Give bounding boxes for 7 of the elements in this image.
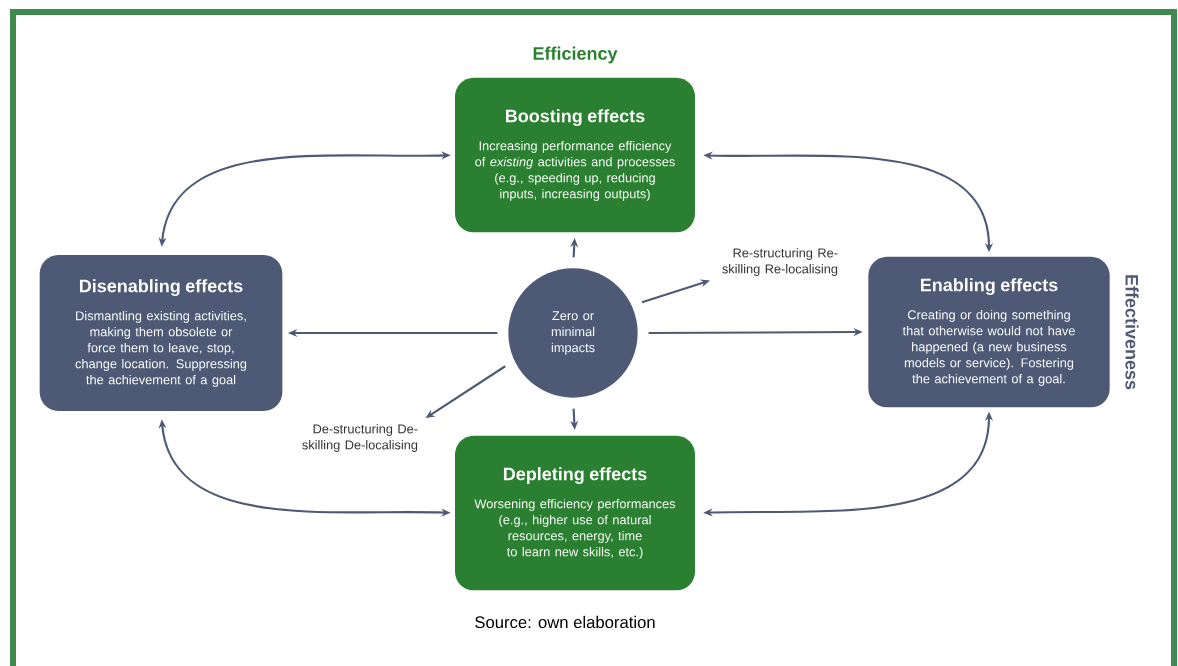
effect-box: Enabling effects Creating or doing something that otherwise would not have happened (a new business models or service). Fostering the achievement of a goal. [868, 256, 1110, 408]
effect-note: De-structuring De-skilling De-localising [302, 424, 418, 452]
effect-box: Depleting effects Worsening efficiency performances (e.g., higher use of natural resources, energy, time to learn new skills, etc.) [455, 435, 695, 591]
caption: Source: own elaboration [475, 615, 655, 629]
effect-note: Re-structuring Re-skilling Re-localising [722, 248, 838, 276]
effect-box: Boosting effects Increasing performance efficiency of existing activities and processes (e.g., speeding up, reducing inputs, increasing outputs) [455, 77, 695, 233]
effect-box: Disenabling effects Dismantling existing activities, making them obsolete or force them to leave, stop, change location. Suppressing the achievement of a goal [39, 255, 283, 411]
